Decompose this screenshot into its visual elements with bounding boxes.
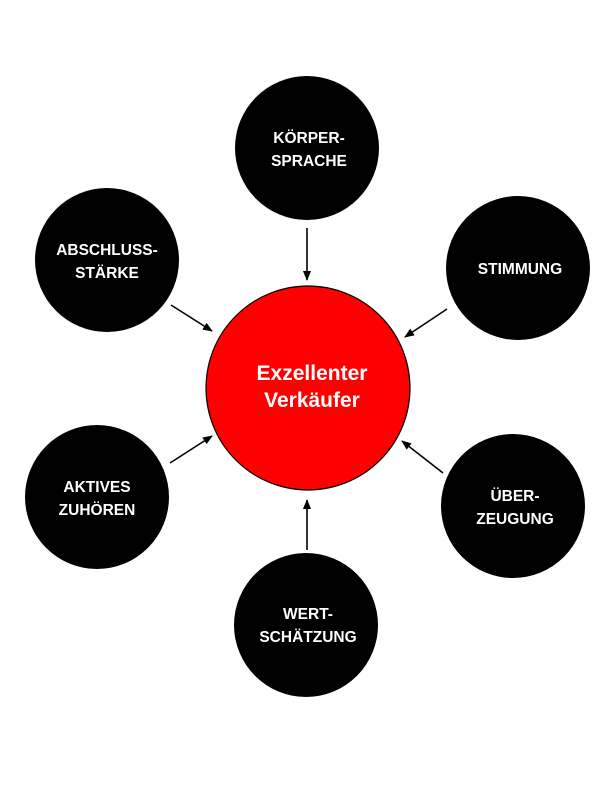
node-label-line-1: KÖRPER- <box>273 130 344 147</box>
arrow-ueberzeugung <box>401 440 444 474</box>
node-label-line-1: STIMMUNG <box>478 261 562 278</box>
node-stimmung: STIMMUNG <box>446 196 590 340</box>
node-circle <box>235 76 379 220</box>
node-circle <box>446 196 590 340</box>
node-wertschaetzung: WERT- SCHÄTZUNG <box>234 553 378 697</box>
node-label-line-1: WERT- <box>283 606 333 623</box>
arrow-aktives-zuhoeren <box>169 435 213 464</box>
arrow-stimmung <box>404 308 448 338</box>
node-abschlussstaerke: ABSCHLUSS- STÄRKE <box>35 188 179 332</box>
center-circle <box>205 285 411 491</box>
node-circle <box>35 188 179 332</box>
node-label-line-1: ÜBER- <box>490 488 539 505</box>
node-circle <box>441 434 585 578</box>
center-node: Exzellenter Verkäufer <box>205 285 411 491</box>
node-label-line-2: SCHÄTZUNG <box>259 629 356 646</box>
arrows <box>169 228 448 550</box>
node-circle <box>234 553 378 697</box>
center-label-line-2: Verkäufer <box>264 389 360 412</box>
node-circle <box>25 425 169 569</box>
node-label-line-2: STÄRKE <box>75 265 139 282</box>
node-label-line-1: ABSCHLUSS- <box>56 242 158 259</box>
node-koerpersprache: KÖRPER- SPRACHE <box>235 76 379 220</box>
node-label-line-2: ZEUGUNG <box>476 511 554 528</box>
node-ueberzeugung: ÜBER- ZEUGUNG <box>441 434 585 578</box>
node-label-line-2: SPRACHE <box>271 153 347 170</box>
center-label-line-1: Exzellenter <box>257 362 368 385</box>
node-aktives-zuhoeren: AKTIVES ZUHÖREN <box>25 425 169 569</box>
node-label-line-2: ZUHÖREN <box>59 502 136 519</box>
arrow-abschlussstaerke <box>170 304 213 332</box>
node-label-line-1: AKTIVES <box>63 479 130 496</box>
